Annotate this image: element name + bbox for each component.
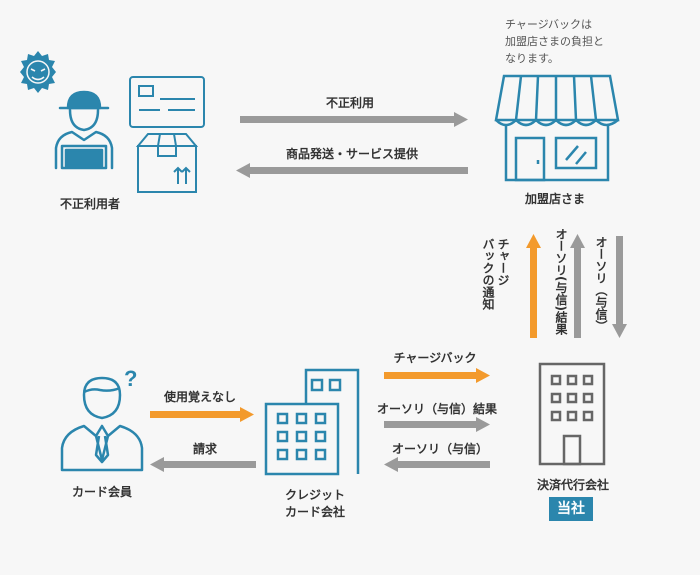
- auth-left-label: オーソリ（与信）: [391, 442, 488, 456]
- arrow-chargeback: [384, 368, 490, 383]
- chargeback-notice-line-1: チャージ: [496, 238, 510, 286]
- arrow-auth-result-up: [570, 234, 585, 338]
- chargeback-notice-line-2: バックの通知: [481, 238, 495, 310]
- arrow-unrecognized: [150, 407, 254, 422]
- question-mark-icon: ?: [124, 366, 137, 391]
- merchant-note-line-3: なります。: [505, 52, 559, 65]
- arrow-chargeback-notice: [526, 234, 541, 338]
- billing-label: 請求: [192, 442, 217, 456]
- auth-down-label: オーソリ（与信）: [594, 236, 608, 332]
- package-icon: [135, 133, 199, 193]
- merchant-label: 加盟店さま: [524, 192, 585, 206]
- chargeback-label: チャージバック: [393, 351, 477, 365]
- devil-icon: [20, 51, 56, 93]
- credit-company-building-icon: [264, 368, 360, 476]
- fraud-user-label: 不正利用者: [59, 197, 120, 211]
- agency-badge: 当社: [549, 497, 593, 521]
- credit-company-label: クレジット カード会社: [270, 487, 360, 521]
- credit-company-label-line-1: クレジット: [284, 488, 345, 502]
- arrow-auth-result-right: [384, 417, 490, 432]
- credit-card-icon: [129, 76, 205, 128]
- fraud-use-label: 不正利用: [325, 96, 374, 110]
- storefront-icon: [494, 74, 620, 182]
- shipping-label: 商品発送・サービス提供: [285, 147, 418, 161]
- agency-building-icon: [538, 362, 606, 466]
- fraud-user-icon: [54, 90, 114, 170]
- arrow-auth-left: [384, 457, 490, 472]
- card-member-label: カード会員: [71, 485, 132, 499]
- merchant-note: チャージバックは 加盟店さまの負担と なります。: [505, 16, 604, 67]
- credit-company-label-line-2: カード会社: [284, 505, 345, 519]
- auth-result-up-label: オーソリ(与信)結果: [554, 228, 568, 335]
- arrow-billing: [150, 457, 256, 472]
- arrow-fraud-use: [240, 112, 468, 127]
- agency-label: 決済代行会社: [536, 478, 609, 492]
- arrow-auth-down: [612, 236, 627, 338]
- chargeback-notice-label: チャージ バックの通知: [480, 238, 510, 310]
- auth-result-right-label: オーソリ（与信）結果: [376, 402, 497, 416]
- merchant-note-line-1: チャージバックは: [505, 18, 593, 31]
- unrecognized-label: 使用覚えなし: [163, 390, 236, 404]
- merchant-note-line-2: 加盟店さまの負担と: [505, 35, 604, 48]
- arrow-shipping: [236, 163, 468, 178]
- card-member-icon: [60, 376, 144, 472]
